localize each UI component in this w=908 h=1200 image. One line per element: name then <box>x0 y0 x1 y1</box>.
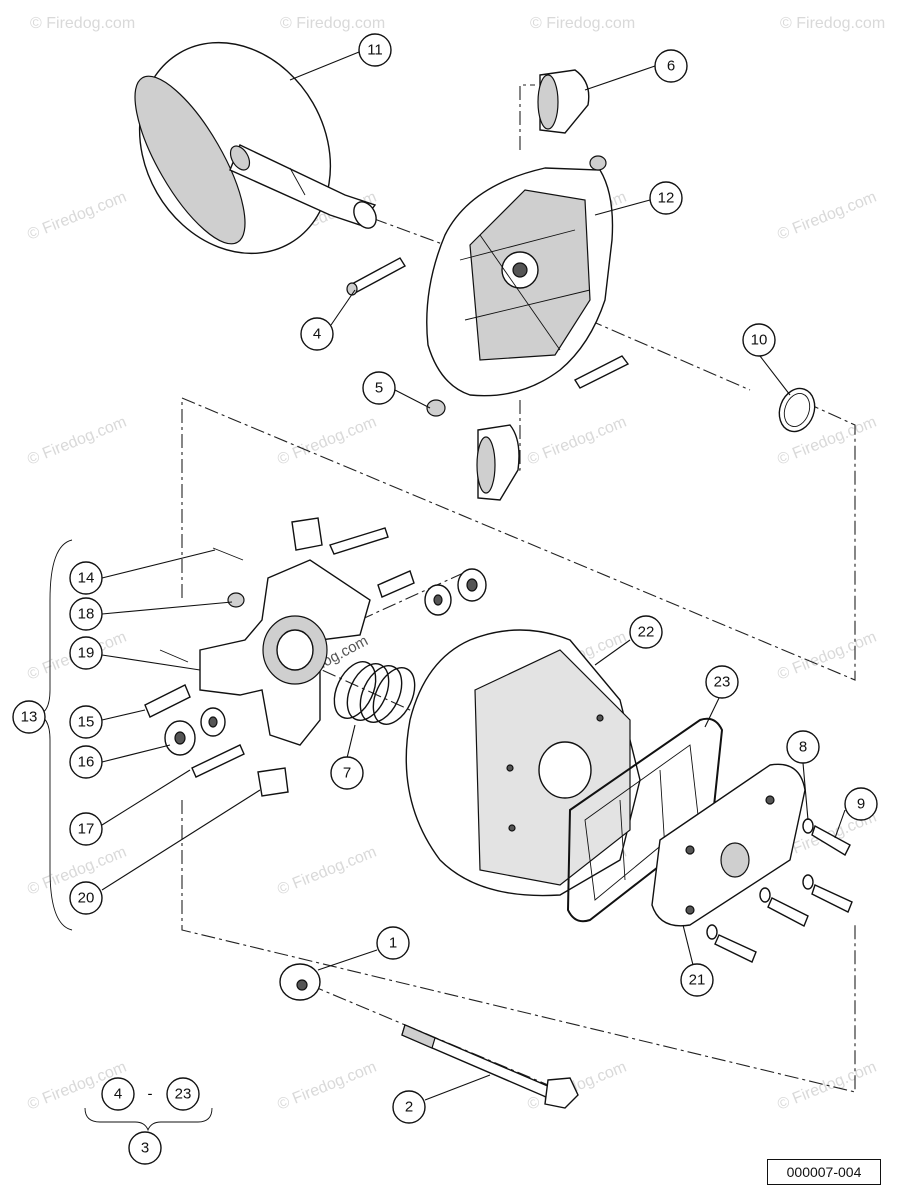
svg-text:1: 1 <box>389 935 397 952</box>
svg-text:20: 20 <box>78 890 95 907</box>
range-separator: - <box>148 1086 153 1103</box>
watermark: © Firedog.com <box>780 15 885 32</box>
callout-21: 21 <box>680 963 714 997</box>
svg-text:10: 10 <box>751 332 768 349</box>
callout-2: 2 <box>392 1090 426 1124</box>
callout-6: 6 <box>654 49 688 83</box>
reference-number: 000007-004 <box>767 1159 881 1185</box>
svg-text:3: 3 <box>141 1140 149 1157</box>
range-from-callout: 4 <box>101 1077 135 1111</box>
callout-5: 5 <box>362 371 396 405</box>
fixed-sheave <box>134 41 377 255</box>
bolts-and-washers <box>706 818 853 963</box>
watermark: © Firedog.com <box>275 844 379 899</box>
watermark: © Firedog.com <box>30 15 135 32</box>
svg-text:12: 12 <box>658 190 675 207</box>
watermark: © Firedog.com <box>525 414 629 469</box>
watermark: © Firedog.com <box>275 414 379 469</box>
o-ring <box>778 387 816 433</box>
callout-11: 11 <box>358 33 392 67</box>
callout-16: 16 <box>69 745 103 779</box>
kit-range-label: 4 - 23 3 <box>84 1077 213 1165</box>
callout-22: 22 <box>629 615 663 649</box>
watermark: © Firedog.com <box>275 1059 379 1114</box>
svg-text:11: 11 <box>367 42 383 59</box>
svg-text:21: 21 <box>689 972 706 989</box>
callout-15: 15 <box>69 705 103 739</box>
callout-12: 12 <box>649 181 683 215</box>
pins-and-nuts <box>346 155 630 417</box>
callout-23: 23 <box>705 665 739 699</box>
watermark: © Firedog.com <box>775 1059 879 1114</box>
watermark: © Firedog.com <box>775 189 879 244</box>
svg-text:13: 13 <box>21 709 38 726</box>
callout-8: 8 <box>786 730 820 764</box>
watermark: © Firedog.com <box>280 15 385 32</box>
svg-text:4: 4 <box>114 1086 122 1103</box>
movable-sheave <box>426 167 614 397</box>
svg-text:7: 7 <box>343 765 351 782</box>
callout-14: 14 <box>69 561 103 595</box>
callout-19: 19 <box>69 636 103 670</box>
svg-text:23: 23 <box>714 674 731 691</box>
leader-lines <box>101 51 846 1101</box>
svg-text:23: 23 <box>175 1086 192 1103</box>
svg-text:8: 8 <box>799 739 807 756</box>
callout-4: 4 <box>300 317 334 351</box>
svg-text:5: 5 <box>375 380 383 397</box>
callout-9: 9 <box>844 787 878 821</box>
roller-weight <box>476 69 590 501</box>
svg-text:22: 22 <box>638 624 655 641</box>
callout-18: 18 <box>69 597 103 631</box>
callout-20: 20 <box>69 881 103 915</box>
spider-assembly <box>144 517 415 778</box>
svg-text:14: 14 <box>78 570 95 587</box>
svg-text:18: 18 <box>78 606 95 623</box>
svg-text:17: 17 <box>78 821 95 838</box>
watermark: © Firedog.com <box>25 189 129 244</box>
callout-7: 7 <box>330 756 364 790</box>
end-plate <box>651 763 806 927</box>
watermark: © Firedog.com <box>775 629 879 684</box>
svg-text:19: 19 <box>78 645 95 662</box>
watermark: © Firedog.com <box>530 15 635 32</box>
spacer-and-bolt <box>279 963 579 1109</box>
svg-text:6: 6 <box>667 58 675 75</box>
watermark: © Firedog.com <box>25 414 129 469</box>
svg-text:4: 4 <box>313 326 321 343</box>
callout-1: 1 <box>376 926 410 960</box>
cover <box>405 629 641 897</box>
rollers <box>164 568 487 797</box>
svg-text:2: 2 <box>405 1099 413 1116</box>
range-to-callout: 23 <box>166 1077 200 1111</box>
callout-13: 13 <box>12 700 46 734</box>
callout-17: 17 <box>69 812 103 846</box>
kit-callout: 3 <box>128 1131 162 1165</box>
svg-text:16: 16 <box>78 754 95 771</box>
spring <box>333 661 416 725</box>
callout-10: 10 <box>742 323 776 357</box>
svg-text:15: 15 <box>78 714 95 731</box>
svg-text:9: 9 <box>857 796 865 813</box>
